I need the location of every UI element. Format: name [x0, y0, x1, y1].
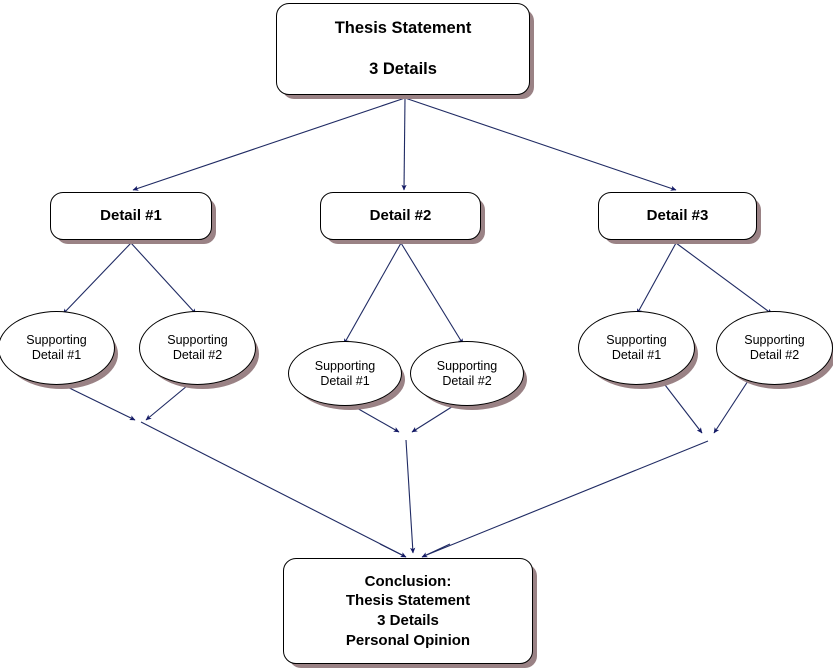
node-supporting-detail-3-1[interactable]: Supporting Detail #1 [578, 311, 695, 385]
edge-thesis-to-detail-3 [404, 97, 677, 191]
node-detail-1[interactable]: Detail #1 [50, 192, 212, 240]
supporting-3-2-line-1: Supporting [744, 333, 805, 348]
node-supporting-detail-1-2[interactable]: Supporting Detail #2 [139, 311, 256, 385]
edge-detail-3-to-support-2 [675, 242, 773, 315]
edge-thesis-to-detail-2 [401, 97, 407, 191]
supporting-2-1-line-2: Detail #1 [320, 373, 370, 388]
conclusion-line-4: Personal Opinion [345, 631, 471, 649]
supporting-3-1-line-2: Detail #1 [611, 348, 662, 362]
node-thesis-statement[interactable]: Thesis Statement 3 Details [276, 3, 530, 95]
edge-support-2b-to-junction-2 [411, 402, 459, 433]
supporting-1-2-line-2: Detail #2 [172, 348, 223, 362]
detail-2-label: Detail #2 [369, 207, 432, 225]
arrowhead-left-into-conclusion [379, 543, 407, 558]
edge-junction-1-to-conclusion [140, 421, 405, 557]
edge-support-3b-to-junction-3 [713, 380, 749, 434]
edge-support-2a-to-junction-2 [347, 402, 400, 433]
edge-detail-1-to-support-1 [62, 242, 132, 315]
edge-junction-3-to-conclusion [423, 440, 709, 557]
node-supporting-detail-2-2[interactable]: Supporting Detail #2 [410, 341, 524, 406]
edge-detail-3-to-support-1 [636, 242, 677, 315]
node-supporting-detail-1-1[interactable]: Supporting Detail #1 [0, 311, 115, 385]
supporting-2-2-line-1: Supporting [436, 358, 498, 373]
node-conclusion[interactable]: Conclusion: Thesis Statement 3 Details P… [283, 558, 533, 664]
edge-detail-2-to-support-1 [343, 242, 402, 345]
detail-3-label: Detail #3 [646, 207, 709, 225]
conclusion-line-3: 3 Details [377, 612, 439, 629]
edge-detail-1-to-support-2 [130, 242, 197, 315]
edge-thesis-to-detail-1 [132, 97, 406, 191]
edge-support-3a-to-junction-3 [661, 380, 703, 434]
supporting-1-1-line-1: Supporting [26, 333, 87, 348]
edge-detail-2-to-support-2 [400, 242, 464, 345]
thesis-line-2: 3 Details [369, 60, 437, 78]
supporting-2-1-line-1: Supporting [314, 358, 376, 373]
node-supporting-detail-2-1[interactable]: Supporting Detail #1 [288, 341, 402, 406]
edge-support-1a-to-junction-1 [54, 380, 136, 421]
node-supporting-detail-3-2[interactable]: Supporting Detail #2 [716, 311, 833, 385]
arrowhead-right-into-conclusion [421, 543, 451, 558]
supporting-3-2-line-2: Detail #2 [749, 348, 800, 362]
node-detail-2[interactable]: Detail #2 [320, 192, 481, 240]
thesis-line-1: Thesis Statement [334, 18, 472, 37]
node-detail-3[interactable]: Detail #3 [598, 192, 757, 240]
conclusion-line-1: Conclusion: [364, 572, 452, 590]
supporting-1-1-line-2: Detail #1 [31, 348, 82, 362]
supporting-3-1-line-1: Supporting [606, 333, 667, 348]
edge-junction-2-to-conclusion [405, 439, 416, 554]
conclusion-line-2: Thesis Statement [345, 592, 471, 610]
detail-1-label: Detail #1 [100, 207, 162, 225]
supporting-2-2-line-2: Detail #2 [442, 373, 492, 388]
edge-support-1b-to-junction-1 [145, 380, 194, 421]
supporting-1-2-line-1: Supporting [167, 333, 228, 348]
